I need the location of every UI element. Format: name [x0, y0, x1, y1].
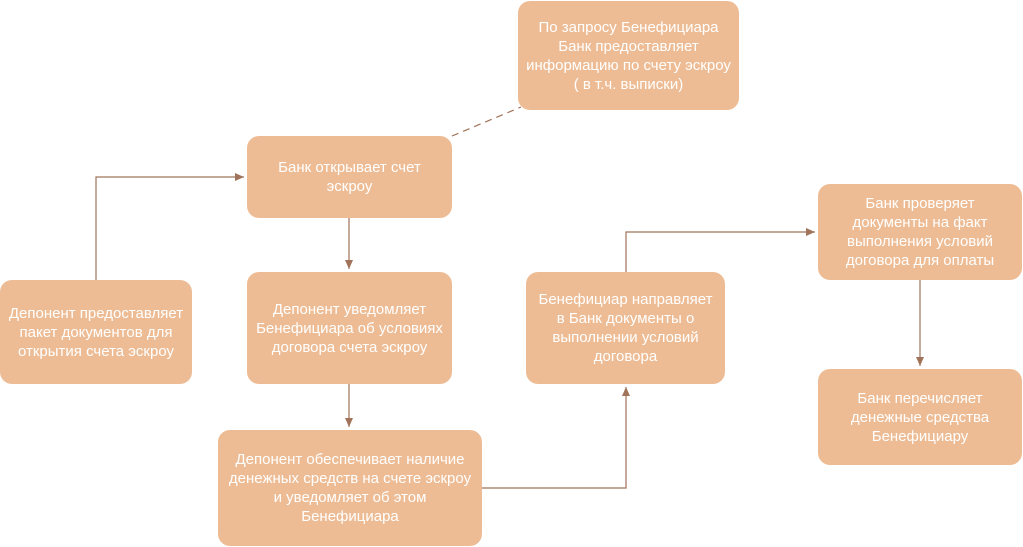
node-beneficiary-sends-documents: Бенефициар направляет в Банк документы о… [526, 272, 725, 384]
node-label: Банк открывает счет эскроу [278, 159, 421, 195]
edge-depositor-docs-to-bank-opens [95, 173, 244, 280]
node-bank-opens-escrow-account: Банк открывает счет эскроу [247, 136, 452, 218]
node-bank-checks-documents: Банк проверяет документы на факт выполне… [818, 184, 1022, 280]
node-label: Банк перечисляет денежные средства Бенеф… [850, 389, 990, 445]
node-depositor-provides-documents: Депонент предоставляет пакет документов … [0, 280, 192, 384]
node-label: Депонент предоставляет пакет документов … [8, 304, 184, 360]
edge-beneficiary-sends-to-bank-checks [625, 228, 815, 272]
edge-bank-opens-to-bank-info-dashed [451, 106, 522, 137]
node-label: Банк проверяет документы на факт выполне… [845, 195, 995, 269]
node-label: По запросу Бенефициара Банк предоставляе… [526, 18, 731, 93]
node-label: Депонент уведомляет Бенефициара об услов… [256, 300, 443, 356]
node-bank-provides-account-info: По запросу Бенефициара Банк предоставляе… [518, 1, 739, 110]
node-label: Депонент обеспечивает наличие денежных с… [228, 451, 472, 525]
node-label: Бенефициар направляет в Банк документы о… [538, 291, 713, 365]
edge-depositor-funds-to-beneficiary-sends [482, 387, 630, 489]
node-depositor-notifies-beneficiary: Депонент уведомляет Бенефициара об услов… [247, 272, 452, 384]
node-bank-transfers-funds: Банк перечисляет денежные средства Бенеф… [818, 369, 1022, 465]
node-depositor-provides-funds: Депонент обеспечивает наличие денежных с… [218, 430, 482, 546]
